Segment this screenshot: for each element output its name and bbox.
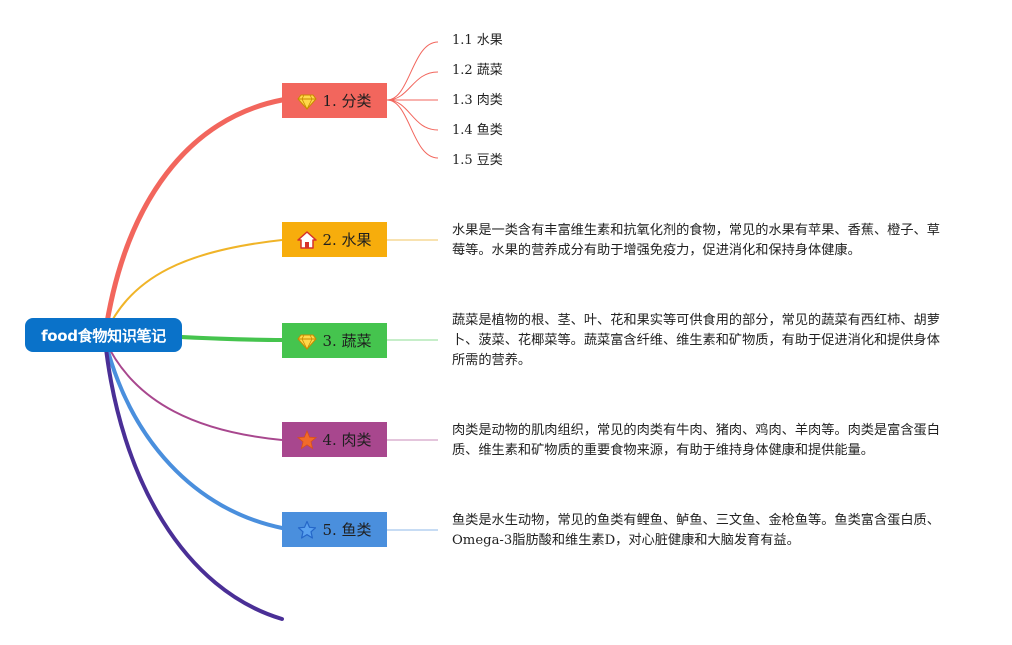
sub-item-fish[interactable]: 1.4 鱼类 — [452, 123, 503, 138]
sub-item-beans[interactable]: 1.5 豆类 — [452, 153, 503, 168]
description-vegetable[interactable]: 蔬菜是植物的根、茎、叶、花和果实等可供食用的部分，常见的蔬菜有西红柿、胡萝卜、菠… — [452, 313, 940, 368]
topic-meat[interactable]: 4. 肉类 — [282, 422, 387, 457]
branch-extra — [103, 338, 284, 621]
sub-connector-4 — [386, 99, 439, 131]
star-icon — [297, 429, 318, 450]
topic-vegetable[interactable]: 3. 蔬菜 — [282, 323, 387, 358]
topic-fish[interactable]: 5. 鱼类 — [282, 512, 387, 547]
branch-fruit — [104, 239, 283, 336]
description-meat[interactable]: 肉类是动物的肌肉组织，常见的肉类有牛肉、猪肉、鸡肉、羊肉等。肉类是富含蛋白质、维… — [452, 423, 940, 458]
sub-connector-5 — [386, 99, 439, 159]
sub-item-meat[interactable]: 1.3 肉类 — [452, 93, 503, 108]
topic-fruit[interactable]: 2. 水果 — [282, 222, 387, 257]
description-fish[interactable]: 鱼类是水生动物，常见的鱼类有鲤鱼、鲈鱼、三文鱼、金枪鱼等。鱼类富含蛋白质、Ome… — [452, 513, 940, 548]
sub-connector-1 — [386, 41, 439, 101]
diamond-icon — [297, 91, 318, 111]
root-label: food食物知识笔记 — [41, 326, 166, 345]
description-fruit[interactable]: 水果是一类含有丰富维生素和抗氧化剂的食物，常见的水果有苹果、香蕉、橙子、草莓等。… — [452, 223, 940, 258]
root-node[interactable]: food食物知识笔记 — [25, 318, 182, 352]
branch-meat — [104, 339, 283, 441]
sub-item-vegetable[interactable]: 1.2 蔬菜 — [452, 63, 503, 78]
topic-classification[interactable]: 1. 分类 — [282, 83, 387, 118]
house-icon — [297, 230, 318, 250]
branch-fish — [103, 338, 284, 530]
topic-label: 5. 鱼类 — [322, 521, 372, 539]
topic-label: 1. 分类 — [322, 92, 372, 110]
diamond-icon — [297, 331, 318, 351]
star-outline-icon — [297, 520, 317, 540]
topic-label: 3. 蔬菜 — [322, 332, 372, 350]
sub-connector-2 — [386, 71, 439, 101]
topic-label: 2. 水果 — [322, 231, 372, 249]
branch-classification — [102, 97, 285, 338]
sub-item-fruit[interactable]: 1.1 水果 — [452, 33, 503, 48]
topic-label: 4. 肉类 — [322, 431, 372, 449]
